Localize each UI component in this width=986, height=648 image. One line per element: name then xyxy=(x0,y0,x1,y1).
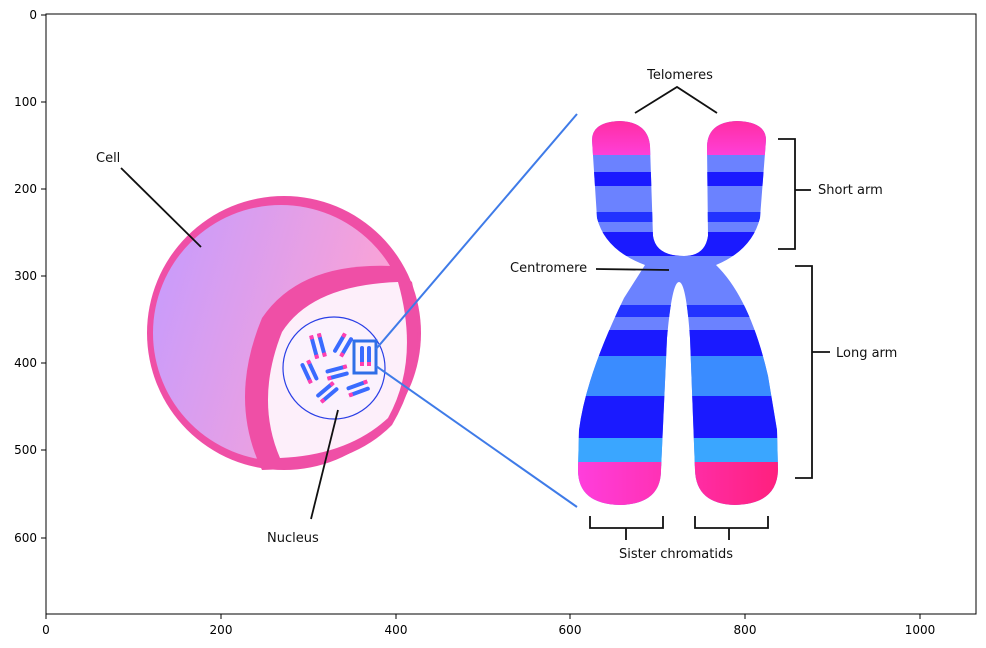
centromere-label: Centromere xyxy=(510,261,587,276)
y-tick-label: 500 xyxy=(14,443,37,457)
x-tick-label: 600 xyxy=(559,623,582,637)
nucleus-label: Nucleus xyxy=(267,531,319,546)
sister-chromatid-bracket-right xyxy=(694,516,769,529)
y-axis: 0 100 200 300 400 500 600 xyxy=(14,8,46,545)
x-tick-label: 200 xyxy=(210,623,233,637)
x-tick-label: 1000 xyxy=(905,623,936,637)
short-arm-bracket xyxy=(778,138,796,250)
telomeres-leader-line xyxy=(634,85,718,114)
cell-leader-line xyxy=(120,167,202,248)
mini-chromosomes xyxy=(300,332,371,404)
x-tick-label: 400 xyxy=(385,623,408,637)
x-axis: 0 200 400 600 800 1000 xyxy=(42,614,935,637)
y-tick-label: 600 xyxy=(14,531,37,545)
y-tick-label: 0 xyxy=(29,8,37,22)
y-tick-label: 100 xyxy=(14,95,37,109)
long-arm-label: Long arm xyxy=(836,346,897,361)
zoom-line-bottom xyxy=(375,365,578,508)
cell-label: Cell xyxy=(96,151,120,166)
zoom-highlight-box xyxy=(352,339,378,375)
y-tick-label: 400 xyxy=(14,356,37,370)
nucleus-leader-line xyxy=(310,409,339,520)
cell xyxy=(147,196,421,470)
y-tick-label: 200 xyxy=(14,182,37,196)
zoom-line-top xyxy=(375,113,578,350)
sister-chromatids-label: Sister chromatids xyxy=(619,547,733,562)
telomeres-label: Telomeres xyxy=(646,68,713,83)
short-arm-label: Short arm xyxy=(818,183,883,198)
y-tick-label: 300 xyxy=(14,269,37,283)
x-tick-label: 800 xyxy=(734,623,757,637)
centromere-leader-line xyxy=(595,268,670,271)
long-arm-bracket xyxy=(795,265,813,479)
x-tick-label: 0 xyxy=(42,623,50,637)
